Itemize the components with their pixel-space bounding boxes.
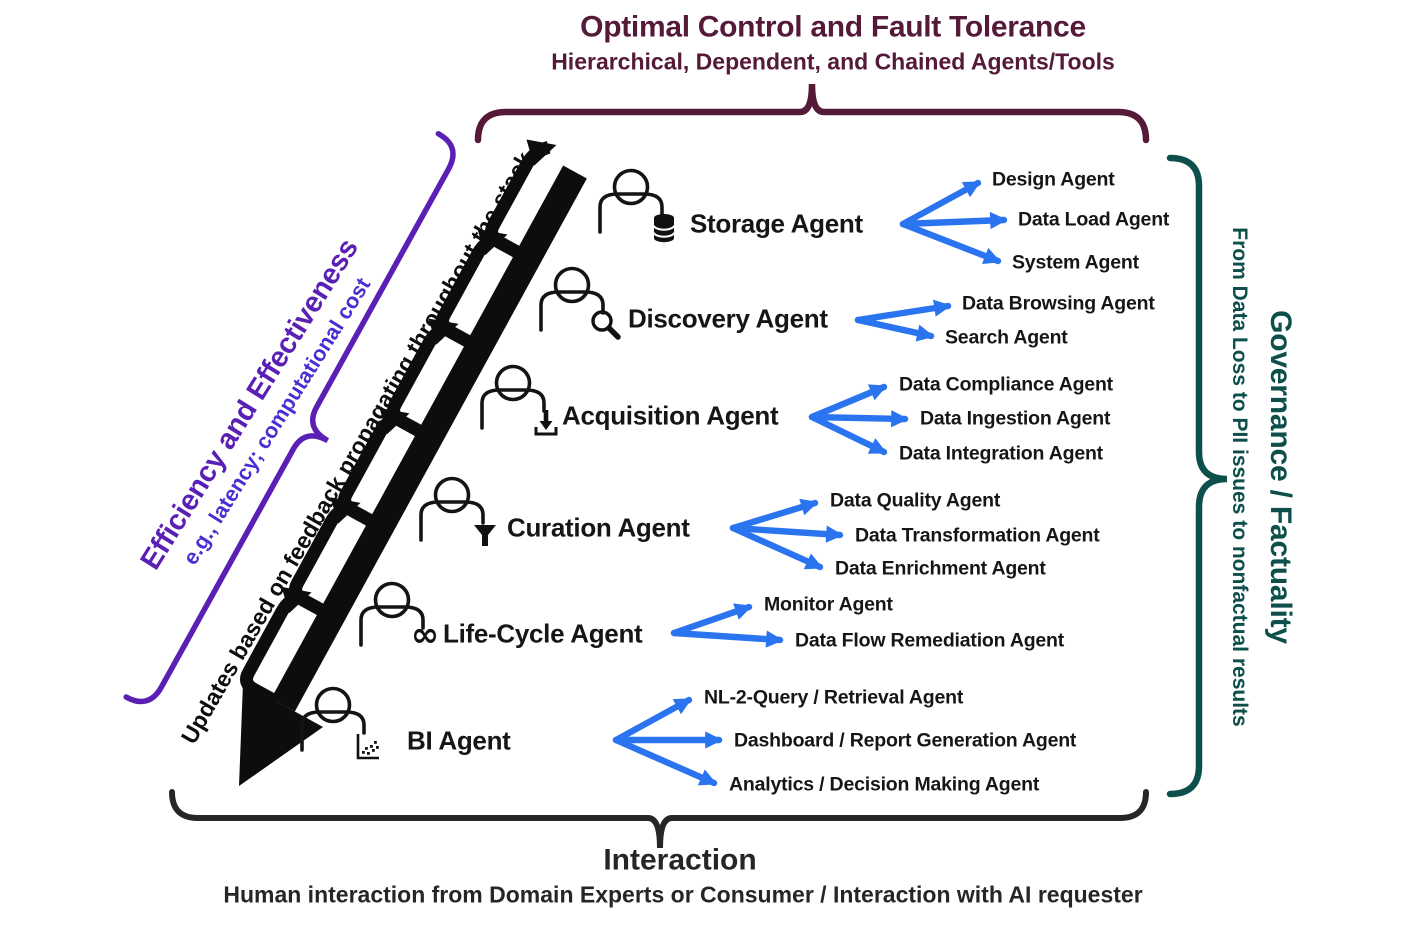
funnel-icon xyxy=(474,525,496,546)
sub-agent-label: Data Browsing Agent xyxy=(962,292,1155,315)
agent-label-curation: Curation Agent xyxy=(507,512,690,543)
acquisition-agent-icon xyxy=(480,364,558,436)
sub-agent-label: Analytics / Decision Making Agent xyxy=(729,773,1040,796)
sub-agent-label: Data Compliance Agent xyxy=(899,373,1113,396)
top-subtitle: Hierarchical, Dependent, and Chained Age… xyxy=(551,48,1115,75)
scatter-chart-icon xyxy=(356,734,379,760)
download-icon xyxy=(534,410,558,436)
bottom-title: Interaction xyxy=(603,843,757,877)
sub-agent-label: Data Quality Agent xyxy=(830,489,1001,512)
agent-label-bi: BI Agent xyxy=(407,725,511,756)
agent-label-lifecycle: Life-Cycle Agent xyxy=(443,618,643,649)
agent-label-acquisition: Acquisition Agent xyxy=(562,400,779,431)
lifecycle-agent-icon: ∞ xyxy=(359,581,439,655)
governance-subtitle: From Data Loss to PII issues to nonfactu… xyxy=(1228,227,1251,727)
agent-label-storage: Storage Agent xyxy=(690,208,863,239)
sub-agent-label: Design Agent xyxy=(992,168,1115,191)
magnifier-icon xyxy=(591,310,621,340)
bi-agent-icon xyxy=(300,686,379,760)
top-brace xyxy=(474,83,1150,144)
database-icon xyxy=(653,214,675,243)
sub-agent-label: Data Enrichment Agent xyxy=(835,557,1046,580)
right-brace xyxy=(1166,154,1228,798)
top-title: Optimal Control and Fault Tolerance xyxy=(580,10,1086,44)
sub-agent-label: Data Transformation Agent xyxy=(855,524,1100,547)
feedback-loop-arrows xyxy=(240,139,557,708)
bottom-subtitle: Human interaction from Domain Experts or… xyxy=(223,881,1143,908)
storage-agent-icon xyxy=(598,168,675,243)
sub-agent-label: NL-2-Query / Retrieval Agent xyxy=(704,686,964,709)
agent-label-discovery: Discovery Agent xyxy=(628,303,828,334)
sub-agent-label: Data Ingestion Agent xyxy=(920,407,1111,430)
sub-agent-label: Monitor Agent xyxy=(764,593,893,616)
sub-agent-label: System Agent xyxy=(1012,251,1139,274)
curation-agent-icon xyxy=(419,476,496,546)
discovery-agent-icon xyxy=(539,266,621,340)
left-brace xyxy=(123,131,456,705)
sub-agent-label: Search Agent xyxy=(945,326,1068,349)
sub-agent-arrows xyxy=(612,179,1008,787)
sub-agent-label: Data Integration Agent xyxy=(899,442,1103,465)
governance-title: Governance / Factuality xyxy=(1264,310,1297,644)
svg-text:∞: ∞ xyxy=(411,615,439,655)
sub-agent-label: Dashboard / Report Generation Agent xyxy=(734,729,1077,752)
bottom-brace xyxy=(169,789,1149,849)
infinity-icon: ∞ xyxy=(411,615,439,655)
sub-agent-label: Data Load Agent xyxy=(1018,208,1170,231)
governance-label-group: Governance / Factuality From Data Loss t… xyxy=(1227,227,1297,726)
feedback-stack-arrow xyxy=(239,139,587,786)
sub-agent-label: Data Flow Remediation Agent xyxy=(795,629,1065,652)
